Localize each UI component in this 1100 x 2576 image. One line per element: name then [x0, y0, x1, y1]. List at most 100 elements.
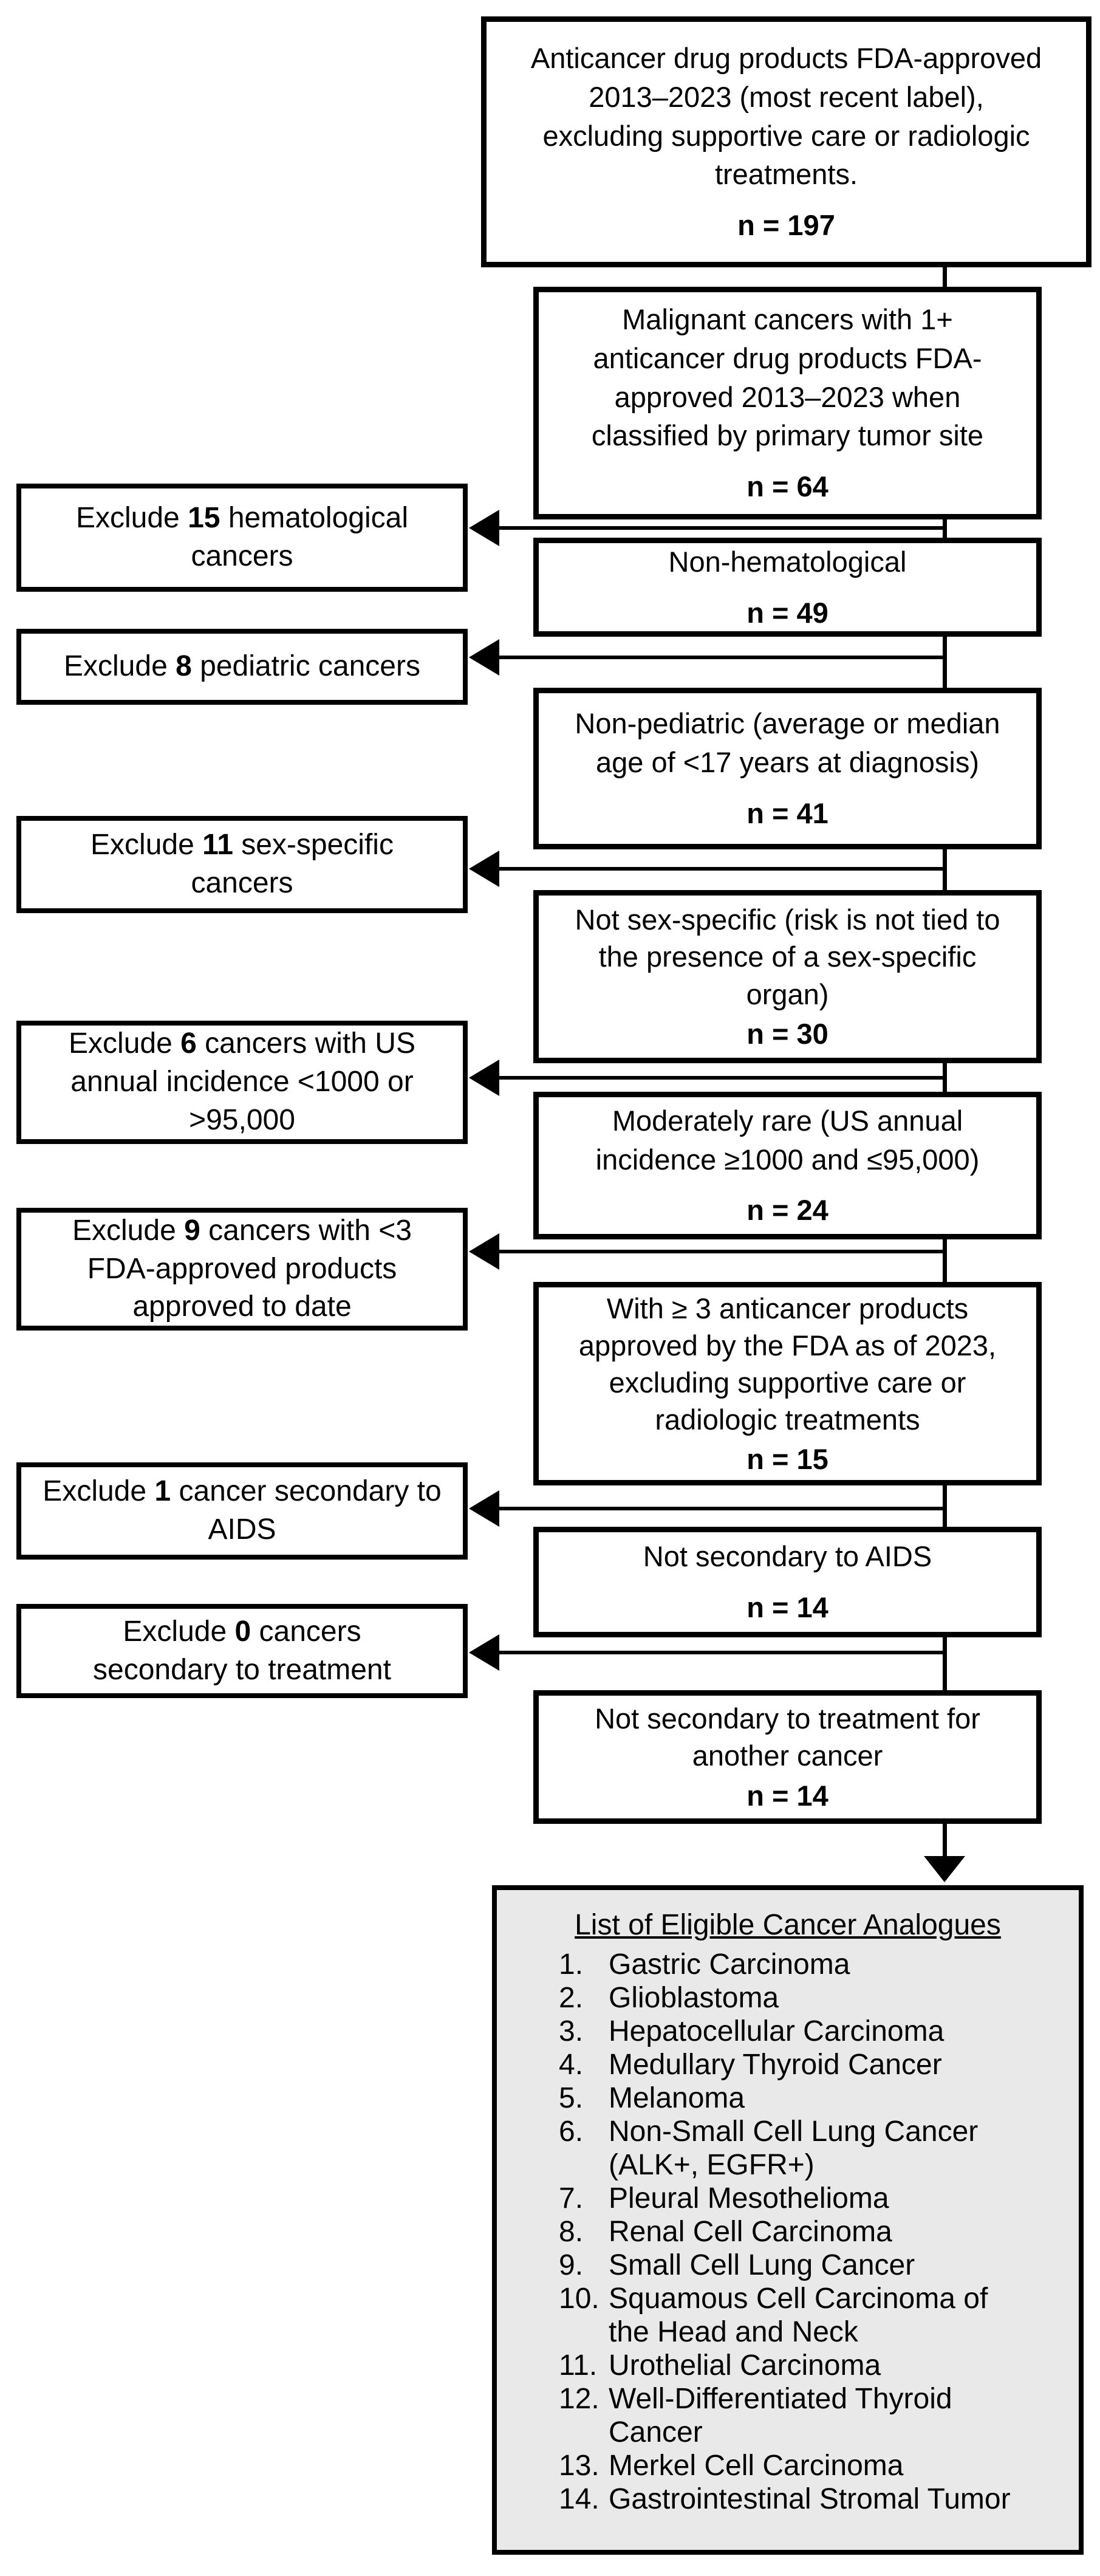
exclude-box-sex-specific: Exclude 11 sex-specific cancers [16, 816, 468, 913]
arrowhead-left-icon [469, 639, 499, 676]
flow-box-count: n = 14 [746, 1779, 828, 1812]
flow-box-text: Malignant cancers with 1+anticancer drug… [591, 303, 984, 452]
exclude-box-pediatric: Exclude 8 pediatric cancers [16, 629, 468, 705]
exclude-branch-line [486, 1507, 945, 1510]
exclude-box-text: Exclude 6 cancers with US annual inciden… [39, 1025, 445, 1140]
arrowhead-left-icon [469, 1490, 499, 1527]
list-item-text: Gastrointestinal Stromal Tumor [609, 2483, 1011, 2515]
exclude-branch-line [486, 526, 945, 530]
list-item-text: Melanoma [609, 2082, 745, 2114]
list-item-text: Small Cell Lung Cancer [609, 2249, 915, 2281]
list-item-number: 9. [559, 2249, 584, 2281]
flow-box-text: Not secondary to AIDS [643, 1540, 932, 1573]
exclude-box-incidence: Exclude 6 cancers with US annual inciden… [16, 1021, 468, 1144]
arrowhead-left-icon [469, 1233, 499, 1270]
list-item-number: 5. [559, 2082, 584, 2114]
flow-box-count: n = 197 [737, 209, 835, 242]
connector-segment [943, 1821, 947, 1860]
flow-box-not-secondary-aids: Not secondary to AIDS n = 14 [533, 1527, 1042, 1637]
list-item-number: 4. [559, 2049, 584, 2081]
exclude-branch-line [486, 1250, 945, 1253]
flow-box-count: n = 30 [746, 1017, 828, 1050]
list-item-number: 10. [559, 2283, 600, 2315]
exclude-count: 11 [202, 829, 233, 862]
list-item-text: Non-Small Cell Lung Cancer(ALK+, EGFR+) [609, 2115, 979, 2181]
connector-segment [943, 632, 947, 693]
exclude-box-text: Exclude 11 sex-specific cancers [39, 826, 445, 903]
exclude-text-post: cancers with US annual incidence <1000 o… [70, 1027, 415, 1136]
list-item-text: Glioblastoma [609, 1982, 779, 2014]
exclude-text-post: cancers with <3 FDA-approved products ap… [87, 1214, 412, 1323]
arrowhead-left-icon [469, 1060, 499, 1096]
connector-segment [943, 264, 947, 292]
arrowhead-left-icon [469, 510, 499, 546]
exclude-count: 15 [188, 502, 220, 535]
list-item-number: 7. [559, 2182, 584, 2215]
connector-segment [943, 1481, 947, 1532]
exclude-box-hematological: Exclude 15 hematological cancers [16, 484, 468, 592]
list-item-number: 13. [559, 2450, 600, 2482]
exclude-box-secondary-aids: Exclude 1 cancer secondary to AIDS [16, 1462, 468, 1560]
list-item-number: 8. [559, 2216, 584, 2248]
exclude-text-pre: Exclude [43, 1475, 155, 1508]
flow-box-count: n = 14 [746, 1591, 828, 1623]
exclude-box-text: Exclude 15 hematological cancers [39, 499, 445, 576]
exclude-branch-line [486, 1651, 945, 1654]
exclude-box-text: Exclude 0 cancers secondary to treatment [70, 1613, 414, 1690]
list-item-number: 2. [559, 1982, 584, 2014]
exclude-text-post: sex-specific cancers [191, 829, 394, 899]
exclude-count: 9 [184, 1214, 200, 1247]
list-item-text: Renal Cell Carcinoma [609, 2216, 892, 2248]
list-item-number: 3. [559, 2015, 584, 2047]
exclude-branch-line [486, 1076, 945, 1080]
flow-box-count: n = 15 [746, 1443, 828, 1476]
exclude-box-text: Exclude 9 cancers with <3 FDA-approved p… [39, 1212, 445, 1327]
eligible-list-box: List of Eligible Cancer Analogues 1. Gas… [492, 1885, 1084, 2555]
connector-segment [943, 516, 947, 544]
flow-box-count: n = 24 [746, 1194, 828, 1227]
list-item-text: Gastric Carcinoma [609, 1948, 850, 1981]
exclude-text-pre: Exclude [72, 1214, 185, 1247]
exclude-box-secondary-treatment: Exclude 0 cancers secondary to treatment [16, 1604, 468, 1698]
eligible-list-title: List of Eligible Cancer Analogues [575, 1909, 1001, 1941]
connector-segment [943, 846, 947, 895]
list-item-number: 6. [559, 2115, 584, 2148]
list-item-text: Merkel Cell Carcinoma [609, 2450, 904, 2482]
exclude-text-pre: Exclude [64, 650, 176, 683]
flow-box-non-hematological: Non-hematological n = 49 [533, 538, 1042, 637]
exclude-box-few-products: Exclude 9 cancers with <3 FDA-approved p… [16, 1208, 468, 1331]
list-item-number: 11. [559, 2349, 598, 2382]
flow-box-count: n = 49 [746, 596, 828, 629]
exclude-count: 0 [234, 1615, 251, 1648]
exclude-text-pre: Exclude [91, 829, 203, 862]
flow-box-count: n = 64 [746, 470, 828, 503]
flow-box-text: Non-hematological [668, 545, 907, 578]
list-item-text: Pleural Mesothelioma [609, 2182, 889, 2215]
flow-box-malignant: Malignant cancers with 1+anticancer drug… [533, 287, 1042, 519]
list-item-text: Medullary Thyroid Cancer [609, 2049, 942, 2081]
arrowhead-down-icon [924, 1856, 965, 1882]
connector-segment [943, 1632, 947, 1695]
list-item-text: Hepatocellular Carcinoma [609, 2015, 945, 2047]
exclude-text-pre: Exclude [75, 502, 188, 535]
exclude-branch-line [486, 656, 945, 659]
arrowhead-left-icon [469, 1634, 499, 1671]
exclude-count: 8 [176, 650, 192, 683]
connector-segment [943, 1060, 947, 1097]
exclude-text-post: pediatric cancers [191, 650, 420, 683]
exclude-count: 1 [154, 1475, 171, 1508]
